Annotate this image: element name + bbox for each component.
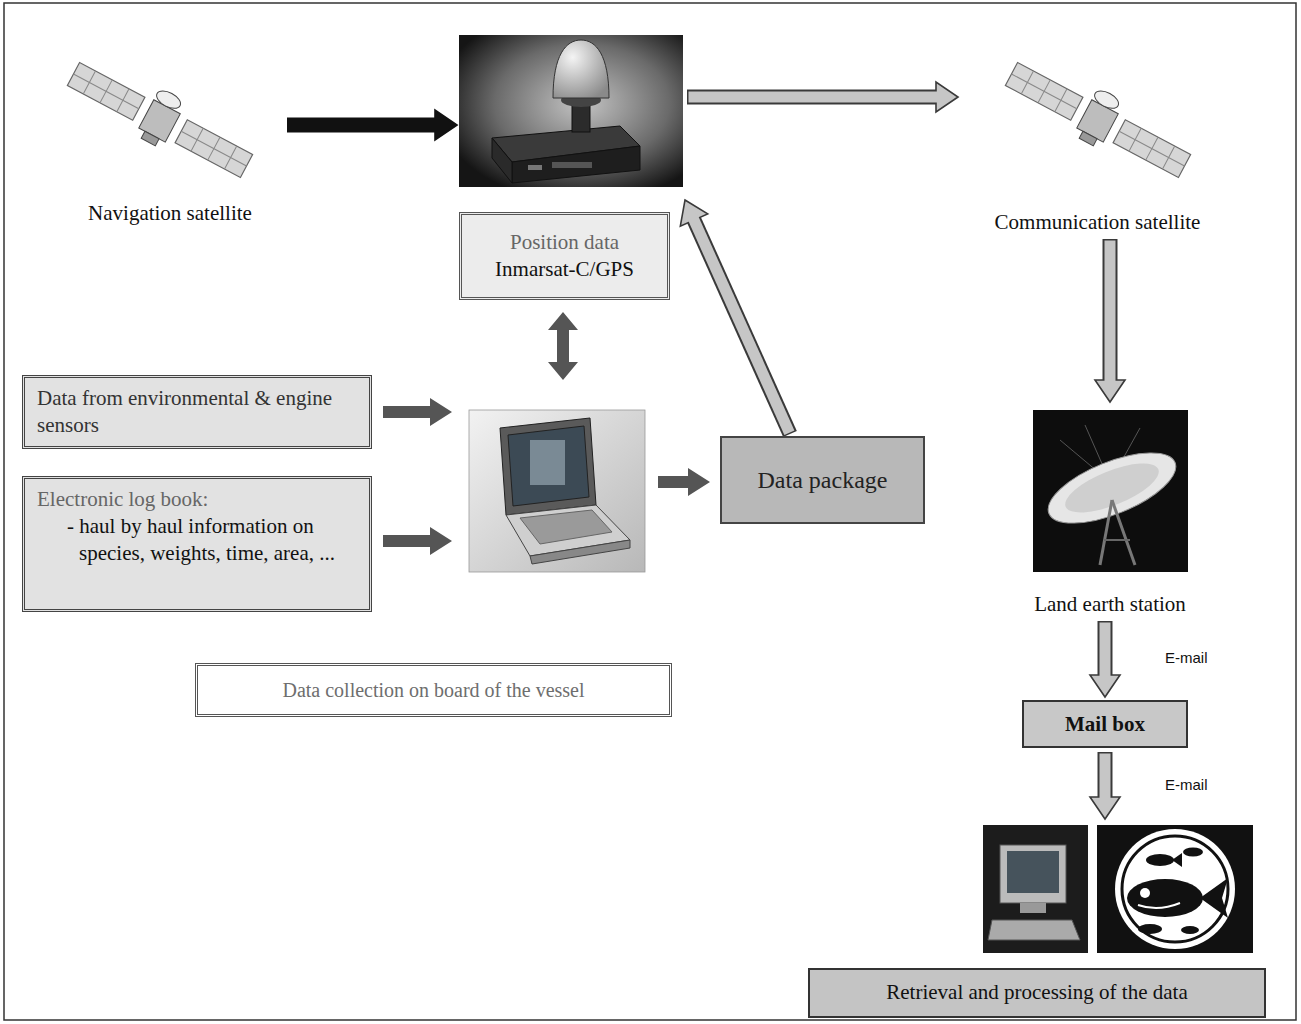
- block-arrow: [658, 468, 710, 496]
- frame: [4, 3, 1296, 1020]
- laptop-photo: [469, 410, 645, 572]
- node-text: Retrieval and processing of the data: [886, 979, 1187, 1006]
- node-text: Inmarsat-C/GPS: [495, 256, 634, 283]
- node-text: Navigation satellite: [88, 201, 252, 226]
- node-text: Communication satellite: [995, 210, 1201, 235]
- logbook-box: Electronic log book:- haul by haul infor…: [22, 476, 372, 612]
- terminal-photo: [459, 35, 683, 187]
- satellite-icon: [62, 48, 260, 188]
- arrow-fill: [1100, 623, 1111, 681]
- sensor-box: Data from environmental & engine sensors: [22, 375, 372, 449]
- arrow-fill: [1100, 754, 1111, 803]
- block-arrow-connector: [680, 200, 790, 434]
- block-arrow-connector: [687, 82, 958, 112]
- double-arrow: [548, 312, 578, 380]
- fish-logo: [1097, 825, 1253, 953]
- node-text: - haul by haul information on species, w…: [37, 513, 357, 567]
- node-text: Electronic log book:: [37, 486, 357, 513]
- block-arrow: [383, 398, 452, 426]
- text-panel: Position dataInmarsat-C/GPS: [459, 212, 670, 300]
- node-text: Data from environmental & engine sensors: [37, 385, 357, 439]
- node-text: Mail box: [1065, 712, 1145, 737]
- node-text: Position data: [510, 229, 619, 256]
- dish-photo: [1033, 410, 1188, 572]
- computer-photo: [983, 825, 1088, 953]
- block-arrow-connector: [287, 110, 457, 140]
- edge-label: E-mail: [1163, 776, 1210, 793]
- node-text: Data package: [758, 467, 888, 494]
- block-arrow-connector: [1095, 239, 1125, 402]
- arrow-fill: [289, 120, 441, 131]
- arrow-fill: [689, 92, 942, 103]
- satellite-node: Navigation satellite: [55, 60, 285, 226]
- node-text: Data collection on board of the vessel: [282, 679, 584, 702]
- edge-label: E-mail: [1163, 649, 1210, 666]
- retrieval-node: Retrieval and processing of the data: [808, 822, 1266, 1018]
- text-panel: Retrieval and processing of the data: [808, 968, 1266, 1018]
- satellite-node: Communication satellite: [960, 55, 1235, 235]
- terminal-node: Position dataInmarsat-C/GPS: [459, 35, 683, 300]
- data-package-box: Data package: [720, 436, 925, 524]
- arrow-fill: [1105, 241, 1116, 386]
- arrow-fill: [692, 216, 789, 433]
- mailbox-box: Mail box: [1022, 700, 1188, 748]
- satellite-icon: [1000, 48, 1198, 188]
- block-arrow-connector: [1090, 752, 1120, 819]
- node-text: Land earth station: [1034, 592, 1186, 617]
- block-arrow-connector: [1090, 621, 1120, 697]
- block-arrow: [383, 527, 452, 555]
- caption-box: Data collection on board of the vessel: [195, 663, 672, 717]
- station-node: Land earth station: [1010, 405, 1210, 617]
